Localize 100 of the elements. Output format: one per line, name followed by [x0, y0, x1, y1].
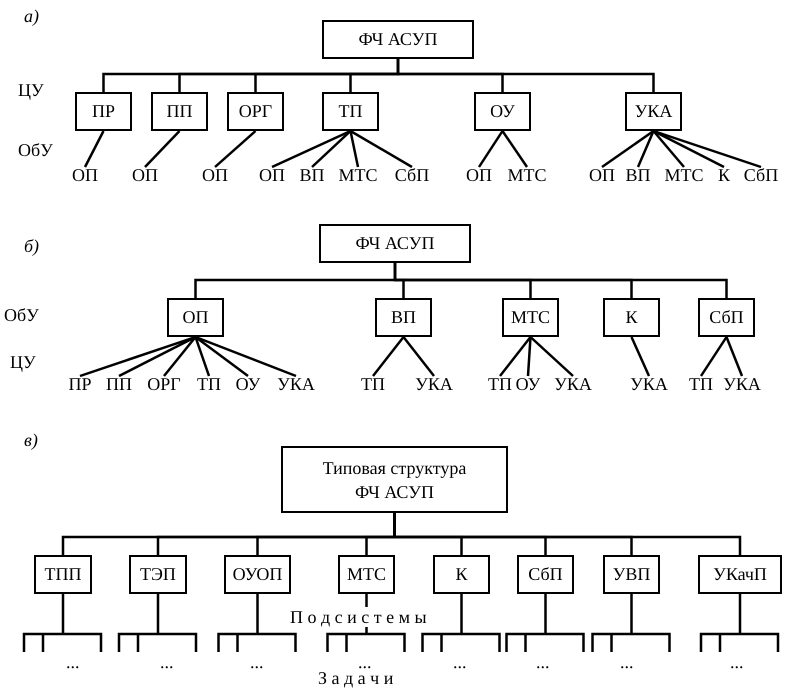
box-label: СбП — [709, 307, 744, 328]
unit-label: ОРГ — [147, 374, 181, 394]
ellipsis-label: ... — [536, 652, 550, 672]
box-label: МТС — [346, 564, 386, 585]
connector-line — [526, 336, 532, 376]
unit-box — [517, 555, 574, 594]
unit-box — [474, 92, 531, 131]
box-label: Типовая структура ФЧ АСУП — [322, 456, 468, 504]
unit-label: СбП — [394, 165, 430, 185]
connector-line — [478, 130, 504, 168]
unit-label: УКА — [277, 374, 315, 394]
unit-box — [227, 92, 284, 131]
unit-box — [502, 298, 559, 337]
unit-label: ТП — [197, 374, 221, 394]
unit-box — [625, 92, 682, 131]
unit-box — [375, 298, 432, 337]
unit-label: ОУ — [516, 374, 540, 394]
unit-label: ОП — [202, 165, 228, 185]
unit-label: ОП — [259, 165, 285, 185]
box-label: ПР — [92, 101, 115, 122]
ellipsis-label: ... — [66, 652, 80, 672]
panel-letter: в) — [24, 430, 38, 450]
panel-letter: б) — [24, 236, 40, 256]
unit-box — [129, 555, 187, 594]
box-label: ОП — [182, 307, 208, 328]
ellipsis-label: ... — [620, 652, 634, 672]
unit-box — [433, 555, 490, 594]
unit-label: ВП — [626, 165, 650, 185]
connector-line — [372, 336, 404, 377]
connector-line — [530, 336, 574, 377]
unit-label: МТС — [338, 165, 378, 185]
box-label: МТС — [510, 307, 550, 328]
box-label: ФЧ АСУП — [358, 29, 438, 50]
connector-line — [725, 336, 744, 376]
level-label: ОбУ — [18, 140, 53, 160]
unit-label: ТП — [689, 374, 713, 394]
box-label: К — [625, 307, 638, 328]
unit-label: ТП — [488, 374, 512, 394]
connector-line — [350, 130, 413, 168]
unit-box — [603, 298, 660, 337]
box-label: ОУОП — [232, 564, 282, 585]
unit-box — [603, 555, 660, 594]
unit-box — [34, 555, 92, 594]
connector-line — [499, 336, 532, 377]
box-label: ТПП — [44, 564, 82, 585]
unit-label: СбП — [744, 165, 778, 185]
box-label: УКачП — [713, 564, 767, 585]
box-label: ТЭП — [140, 564, 176, 585]
connector-line — [652, 130, 685, 168]
unit-label: УКА — [554, 374, 592, 394]
unit-box — [75, 92, 132, 131]
unit-label: ОП — [466, 165, 492, 185]
box-label: ФЧ АСУП — [356, 233, 434, 254]
connector-line — [396, 59, 655, 92]
box-label: ОУ — [490, 101, 515, 122]
unit-box — [698, 555, 782, 594]
ellipsis-label: ... — [250, 652, 264, 672]
unit-box — [698, 298, 755, 337]
unit-label: МТС — [664, 165, 704, 185]
connector-line — [144, 130, 180, 168]
unit-label: ВП — [300, 165, 324, 185]
unit-box — [167, 298, 224, 337]
level-label: ЦУ — [10, 352, 36, 372]
connector-line — [636, 130, 655, 168]
box-label: ОРГ — [238, 101, 272, 122]
connector-line — [195, 336, 296, 378]
unit-box — [151, 92, 208, 131]
unit-box — [338, 555, 395, 594]
connector-line — [349, 130, 360, 168]
connector-line — [214, 130, 256, 168]
connector-line — [402, 336, 435, 377]
level-label: ЦУ — [18, 80, 44, 100]
box-label: УВП — [612, 564, 650, 585]
level-label: ОбУ — [4, 305, 39, 325]
connector-line — [311, 130, 352, 168]
unit-label: УКА — [723, 374, 761, 394]
unit-label: ОП — [589, 165, 615, 185]
unit-label: К — [718, 165, 730, 185]
connector-line — [194, 336, 210, 376]
box-label: ПП — [166, 101, 192, 122]
unit-label: ОП — [132, 165, 158, 185]
box-label: УКА — [634, 101, 672, 122]
unit-box — [322, 92, 379, 131]
unit-box — [319, 224, 471, 263]
connector-line — [394, 263, 728, 298]
connector-line — [194, 336, 249, 377]
box-label: СбП — [528, 564, 563, 585]
box-label: ТП — [338, 101, 362, 122]
connector-line — [84, 130, 105, 168]
box-label: К — [455, 564, 468, 585]
unit-label: ТП — [361, 374, 385, 394]
connector-line — [630, 336, 650, 377]
unit-box — [322, 20, 474, 59]
connector-line — [271, 130, 352, 168]
level-label: П о д с и с т е м ы — [290, 607, 427, 627]
unit-label: ПП — [106, 374, 132, 394]
connector-line — [700, 336, 728, 377]
panel-letter: а) — [24, 6, 39, 26]
connector-line — [393, 513, 742, 555]
box-label: ВП — [390, 307, 416, 328]
